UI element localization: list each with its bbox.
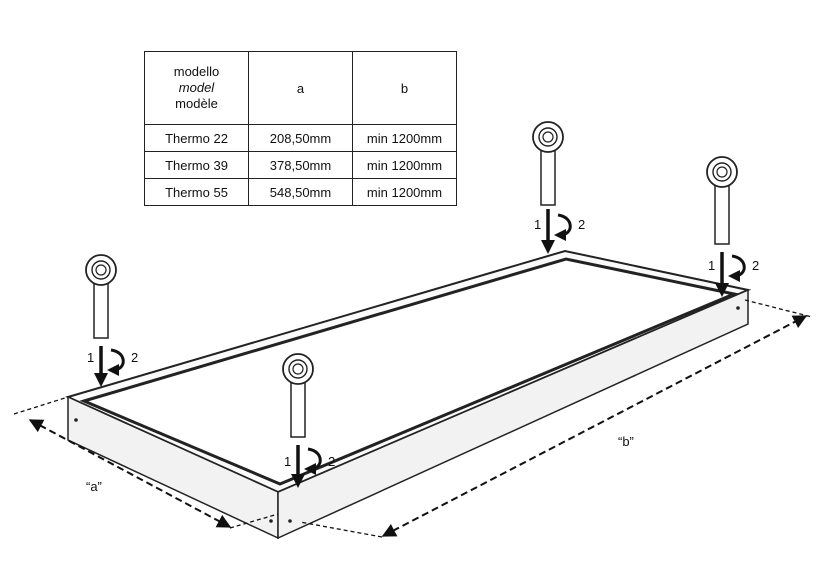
header-model: modello model modèle	[144, 51, 249, 125]
screw-hole	[288, 519, 292, 523]
cell-model: Thermo 55	[144, 178, 249, 206]
cell-model: Thermo 39	[144, 151, 249, 179]
header-model-fr: modèle	[175, 96, 218, 111]
screw-hole	[74, 418, 78, 422]
table-header-row: modello model modèle a b	[144, 51, 457, 125]
step-2-label: 2	[578, 217, 585, 232]
dimension-b: “b”	[299, 299, 813, 538]
step-2-label: 2	[328, 454, 335, 469]
rotate-arrow-icon	[107, 348, 125, 376]
rotate-arrow-icon	[728, 254, 746, 282]
dimension-a: “a”	[13, 396, 279, 529]
cell-b: min 1200mm	[352, 178, 457, 206]
rotate-arrow-icon	[554, 213, 572, 241]
eye-bolt-icon	[706, 156, 738, 245]
cell-model: Thermo 22	[144, 124, 249, 152]
cell-a: 378,50mm	[248, 151, 353, 179]
step-1-label: 1	[534, 217, 541, 232]
cell-b: min 1200mm	[352, 124, 457, 152]
cell-a: 208,50mm	[248, 124, 353, 152]
table-row: Thermo 55 548,50mm min 1200mm	[144, 178, 457, 206]
dimension-b-label: “b”	[618, 434, 634, 449]
step-1-label: 1	[284, 454, 291, 469]
eye-bolt-icon	[85, 254, 117, 339]
header-model-it: modello	[173, 64, 220, 79]
dimension-a-label: “a”	[86, 479, 102, 494]
eye-bolt: 1 2	[85, 254, 138, 387]
table-row: Thermo 22 208,50mm min 1200mm	[144, 124, 457, 152]
dimension-table: modello model modèle a b Thermo 22 208,5…	[144, 51, 457, 206]
header-model-en: model	[178, 80, 215, 95]
eye-bolt-icon	[282, 353, 314, 438]
rotate-arrow-icon	[304, 447, 322, 475]
step-1-label: 1	[87, 350, 94, 365]
screw-hole	[269, 519, 273, 523]
eye-bolt-icon	[532, 121, 564, 206]
screw-hole	[736, 306, 740, 310]
table-row: Thermo 39 378,50mm min 1200mm	[144, 151, 457, 179]
eye-bolt: 1 2	[706, 156, 759, 297]
step-2-label: 2	[752, 258, 759, 273]
eye-bolt: 1 2	[282, 353, 335, 488]
cell-a: 548,50mm	[248, 178, 353, 206]
eye-bolt: 1 2	[532, 121, 585, 254]
step-2-label: 2	[131, 350, 138, 365]
step-1-label: 1	[708, 258, 715, 273]
